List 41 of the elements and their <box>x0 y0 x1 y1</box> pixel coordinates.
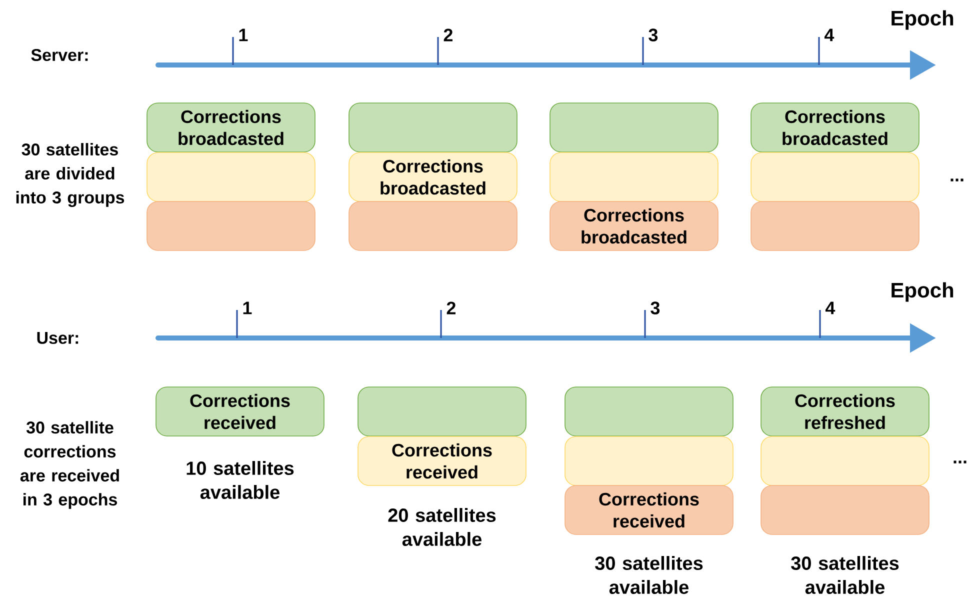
group-box <box>760 436 930 486</box>
availability-note: 10 satellites available <box>186 461 294 499</box>
ellipsis: ... <box>954 460 966 464</box>
group-box <box>348 102 518 152</box>
group-box <box>760 485 930 535</box>
tick-label: 2 <box>446 302 456 314</box>
group-box <box>750 152 920 202</box>
ellipsis: ... <box>950 178 964 182</box>
description-text: 30 satellites are divided into 3 groups <box>16 143 124 207</box>
group-box <box>750 201 920 251</box>
group-box: Corrections received <box>358 436 526 486</box>
tick-label: 3 <box>650 302 660 314</box>
group-box <box>358 386 526 436</box>
axis-label: Epoch <box>892 10 954 30</box>
row-label: User: <box>37 332 78 344</box>
row-label: Server: <box>31 48 88 62</box>
tick-label: 3 <box>648 28 658 42</box>
axis-label: Epoch <box>892 282 954 302</box>
tick-label: 1 <box>243 302 252 314</box>
availability-note: 30 satellites available <box>791 556 899 594</box>
tick-label: 4 <box>825 302 836 314</box>
description-text: 30 satellite corrections are received in 3 epochs <box>20 421 119 509</box>
group-box: Corrections received <box>156 386 324 436</box>
group-box <box>550 152 718 202</box>
tick-label: 2 <box>444 28 452 42</box>
group-box <box>146 201 316 251</box>
availability-note: 20 satellites available <box>388 508 496 546</box>
tick-label: 4 <box>824 28 834 42</box>
group-box <box>564 436 734 486</box>
group-box: Corrections broadcasted <box>550 201 718 251</box>
group-box <box>348 201 518 251</box>
group-box: Corrections broadcasted <box>348 152 518 202</box>
availability-note: 30 satellites available <box>595 556 703 594</box>
group-box: Corrections refreshed <box>760 386 930 436</box>
group-box <box>146 152 316 202</box>
group-box: Corrections broadcasted <box>750 102 920 152</box>
group-box: Corrections received <box>564 485 734 535</box>
group-box <box>564 386 734 436</box>
tick-label: 1 <box>239 28 248 42</box>
group-box: Corrections broadcasted <box>146 102 316 152</box>
group-box <box>550 102 718 152</box>
